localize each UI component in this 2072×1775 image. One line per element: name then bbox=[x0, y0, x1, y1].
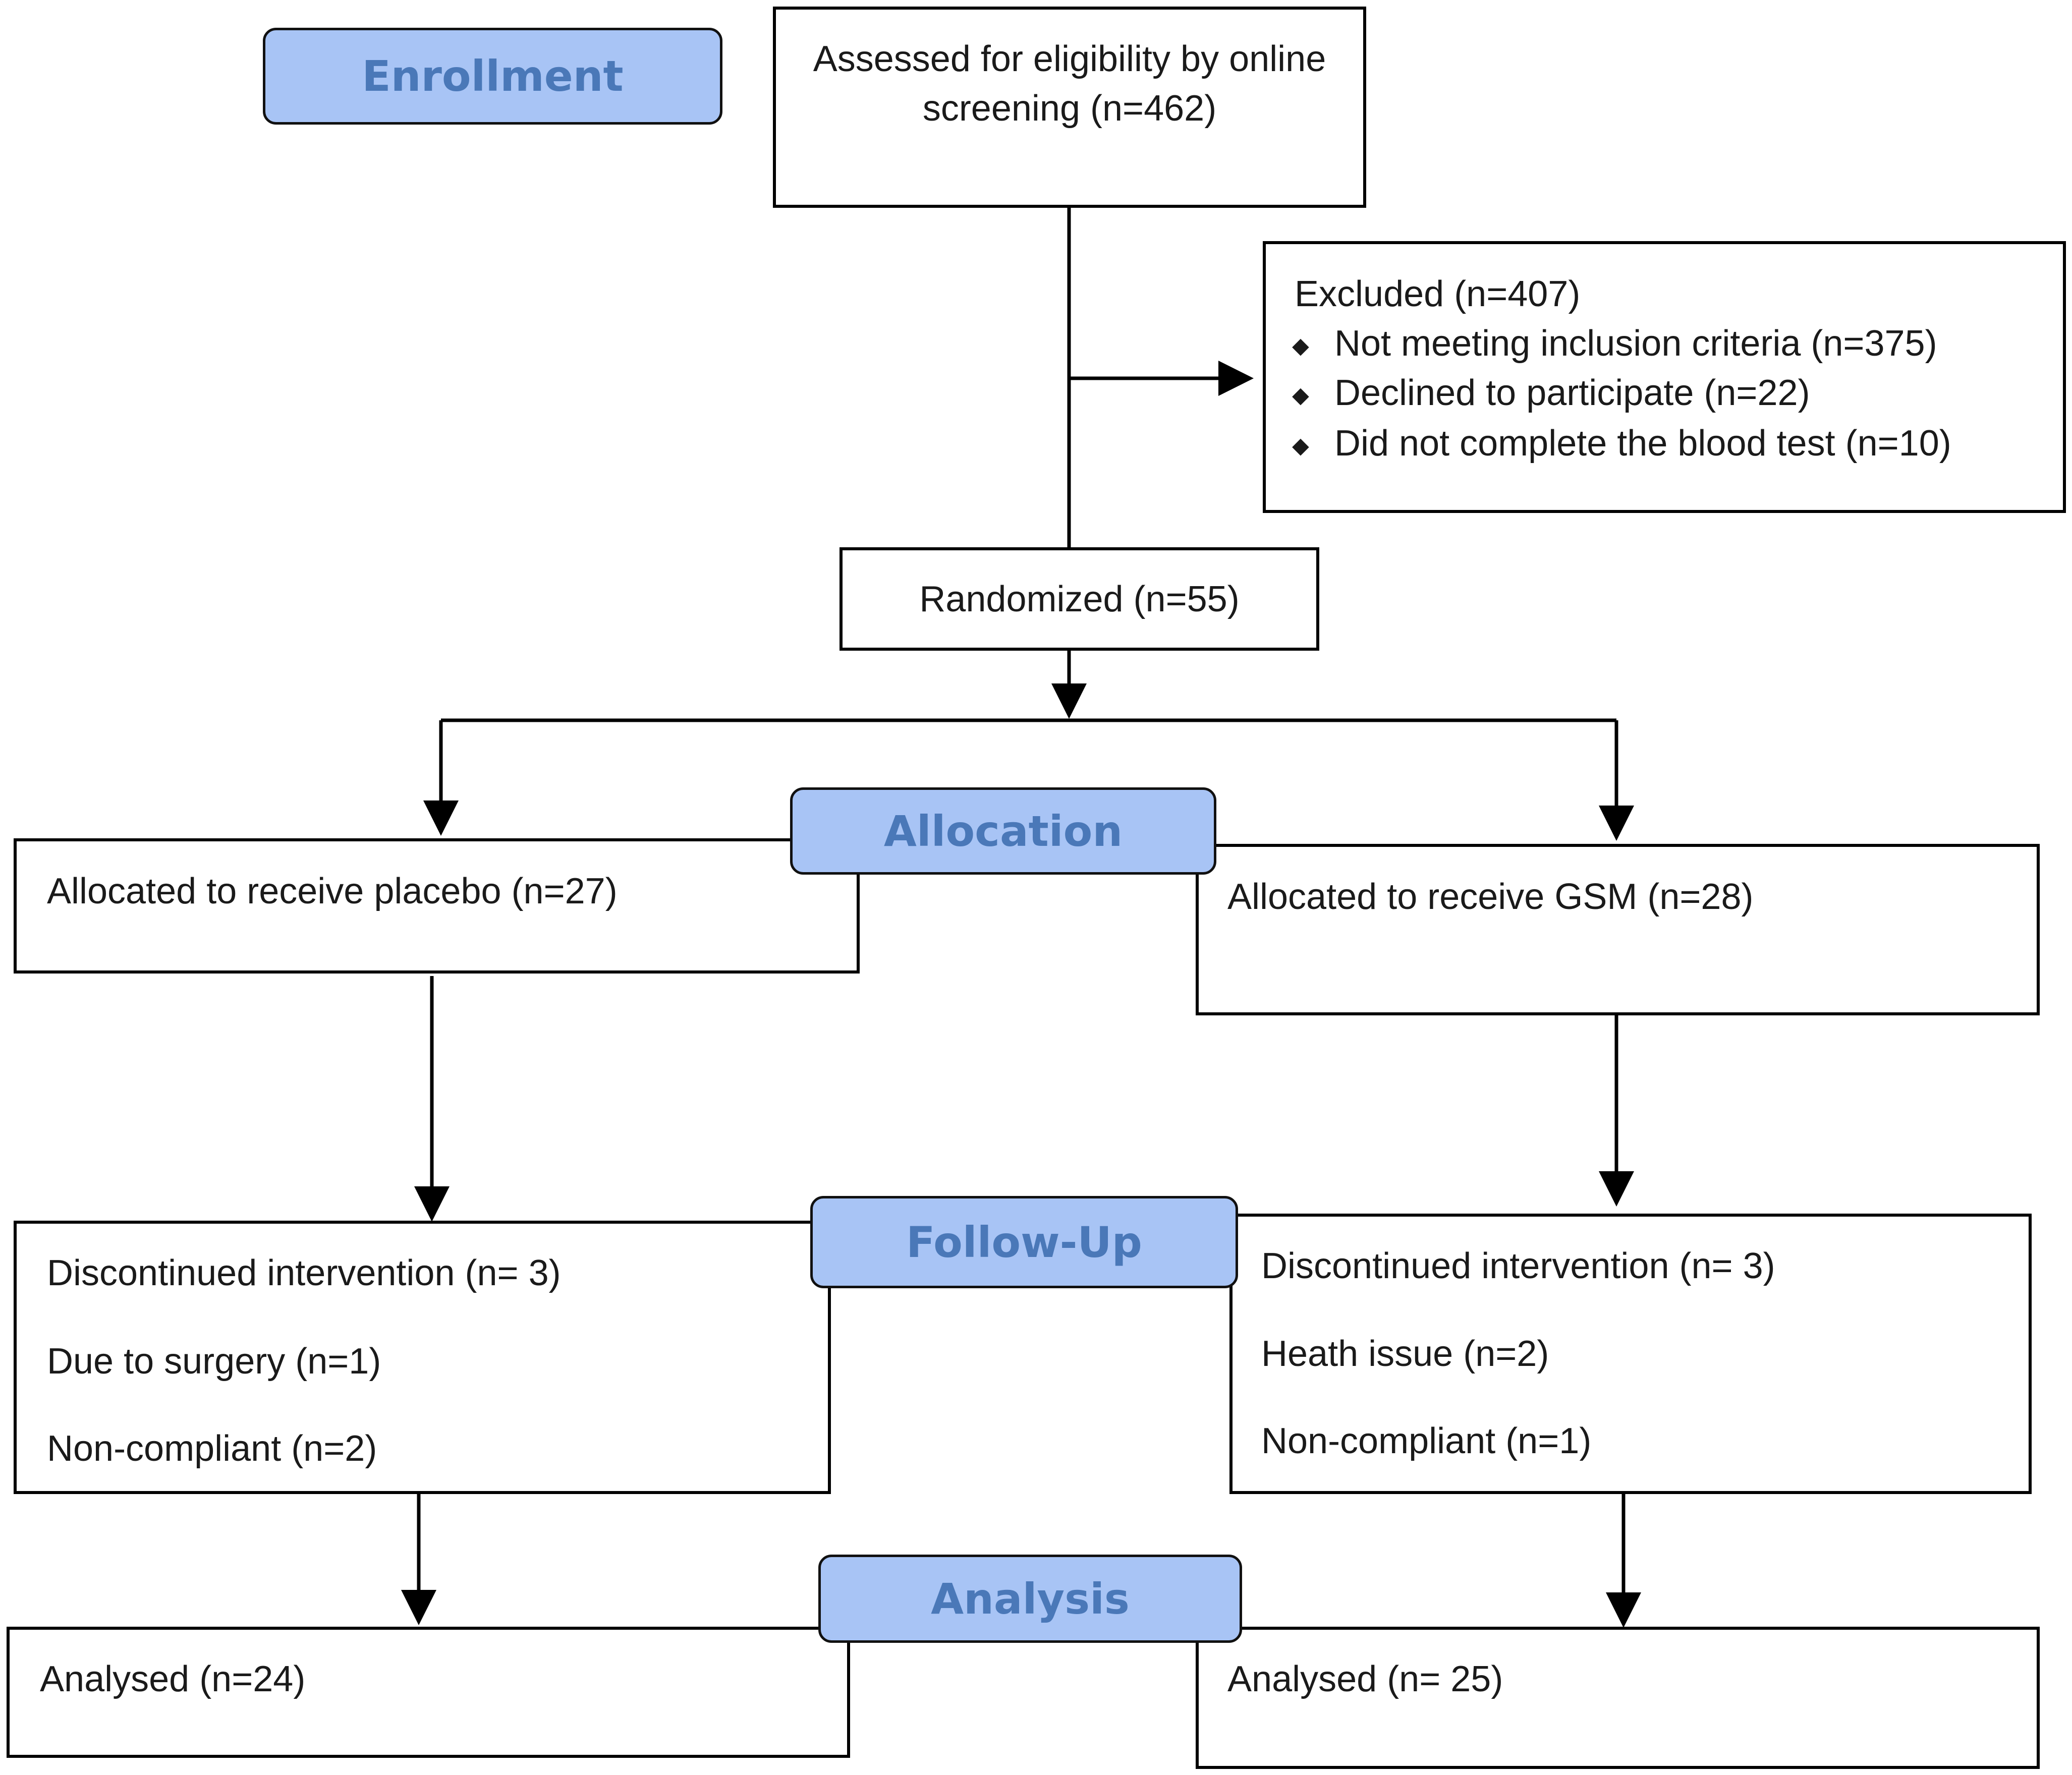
diamond-bullet-icon: ◆ bbox=[1292, 382, 1309, 408]
excluded-item: ◆ Declined to participate (n=22) bbox=[1292, 371, 1810, 415]
assessed-line-2: screening (n=462) bbox=[922, 88, 1217, 129]
assessed-box: Assessed for eligibility by online scree… bbox=[773, 7, 1366, 208]
placebo-followup-line: Non-compliant (n=2) bbox=[47, 1428, 377, 1469]
gsm-analysis-box: Analysed (n= 25) bbox=[1196, 1627, 2040, 1769]
stage-enrollment: Enrollment bbox=[263, 28, 722, 125]
excluded-item: ◆ Did not complete the blood test (n=10) bbox=[1292, 422, 1951, 465]
placebo-followup-line: Due to surgery (n=1) bbox=[47, 1341, 381, 1382]
stage-follow-up: Follow-Up bbox=[810, 1196, 1238, 1288]
excluded-item-text: Declined to participate (n=22) bbox=[1334, 373, 1810, 413]
placebo-followup-box: Discontinued intervention (n= 3) Due to … bbox=[14, 1221, 831, 1494]
excluded-item: ◆ Not meeting inclusion criteria (n=375) bbox=[1292, 322, 1937, 365]
assessed-line-1: Assessed for eligibility by online bbox=[813, 39, 1326, 79]
placebo-analysed-label: Analysed (n=24) bbox=[40, 1659, 306, 1699]
placebo-analysis-box: Analysed (n=24) bbox=[7, 1627, 850, 1758]
stage-allocation: Allocation bbox=[790, 787, 1216, 875]
diamond-bullet-icon: ◆ bbox=[1292, 333, 1309, 358]
stage-analysis: Analysis bbox=[818, 1555, 1242, 1643]
gsm-followup-line: Discontinued intervention (n= 3) bbox=[1261, 1246, 1775, 1286]
excluded-box: Excluded (n=407) ◆ Not meeting inclusion … bbox=[1263, 241, 2066, 513]
randomized-label: Randomized (n=55) bbox=[919, 579, 1240, 619]
randomized-box: Randomized (n=55) bbox=[839, 547, 1319, 651]
excluded-item-text: Not meeting inclusion criteria (n=375) bbox=[1334, 323, 1937, 364]
gsm-followup-box: Discontinued intervention (n= 3) Heath i… bbox=[1229, 1214, 2032, 1494]
gsm-allocated-label: Allocated to receive GSM (n=28) bbox=[1227, 877, 1754, 917]
gsm-allocation-box: Allocated to receive GSM (n=28) bbox=[1196, 844, 2040, 1015]
placebo-allocation-box: Allocated to receive placebo (n=27) bbox=[14, 838, 860, 974]
gsm-followup-line: Heath issue (n=2) bbox=[1261, 1334, 1549, 1374]
excluded-item-text: Did not complete the blood test (n=10) bbox=[1334, 423, 1951, 464]
diamond-bullet-icon: ◆ bbox=[1292, 433, 1309, 458]
placebo-followup-line: Discontinued intervention (n= 3) bbox=[47, 1253, 561, 1293]
gsm-analysed-label: Analysed (n= 25) bbox=[1227, 1659, 1503, 1699]
placebo-allocated-label: Allocated to receive placebo (n=27) bbox=[47, 871, 618, 911]
excluded-title: Excluded (n=407) bbox=[1295, 274, 1581, 314]
gsm-followup-line: Non-compliant (n=1) bbox=[1261, 1421, 1592, 1461]
